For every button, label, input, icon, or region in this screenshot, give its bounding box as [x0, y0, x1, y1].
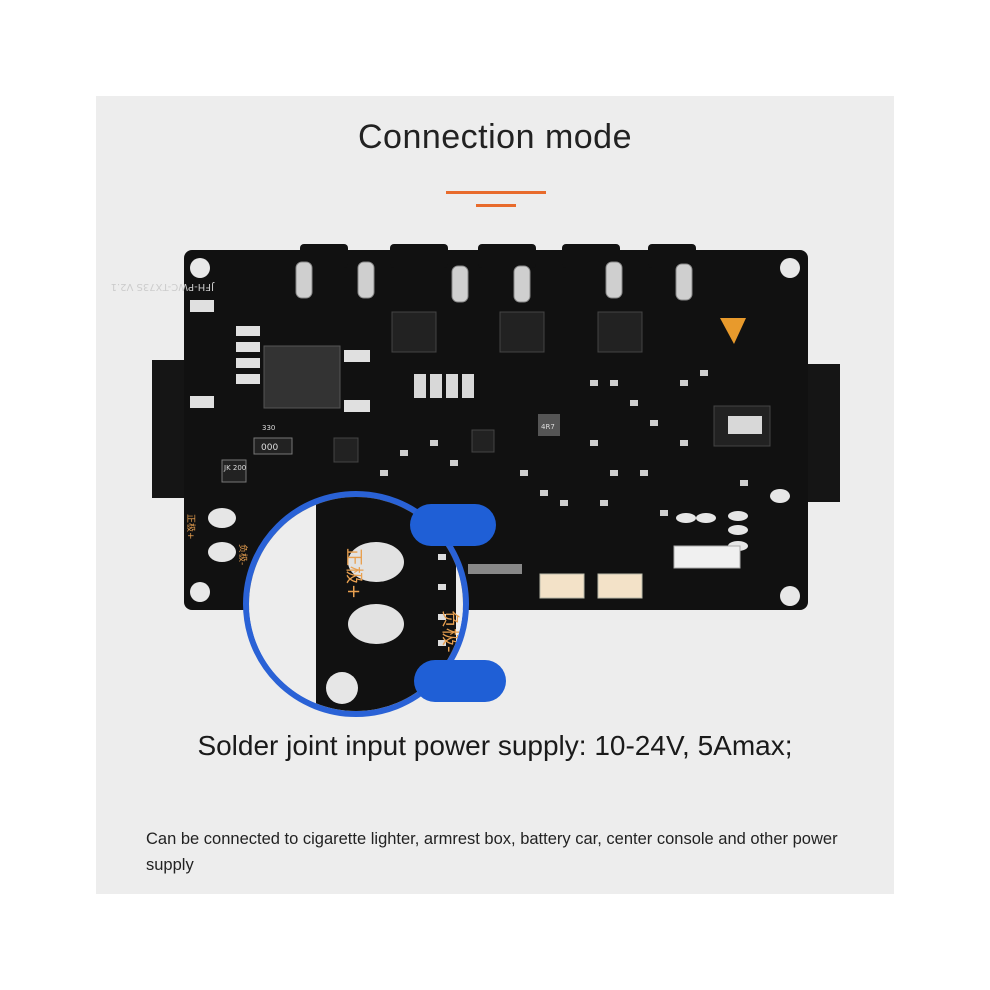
- esd-warning-icon: [720, 318, 746, 344]
- power-inductor: [538, 414, 560, 436]
- negative-label: 负极-: [439, 610, 460, 653]
- page-title: Connection mode: [357, 118, 632, 156]
- mount-hole-top-left: [190, 258, 210, 278]
- mount-hole-zoom: [326, 672, 358, 704]
- headline: Solder joint input power supply: 10-24V,…: [197, 730, 793, 761]
- magnifier-circle: [243, 491, 469, 717]
- inductor: [263, 345, 341, 409]
- jst-connector-1: [539, 573, 585, 599]
- wire-positive: [410, 504, 496, 546]
- solder-pad-negative: [348, 604, 404, 644]
- mount-hole-top-right: [780, 258, 800, 278]
- positive-label-small: 正极+: [185, 514, 197, 540]
- solder-pad-positive-small: [208, 508, 236, 528]
- model-label: JFH-PWC-TX73S V2.1: [111, 281, 215, 292]
- positive-label: 正极+: [343, 548, 364, 599]
- solder-pad-positive: [348, 542, 404, 582]
- wire-negative: [414, 660, 506, 702]
- negative-label-small: 负极-: [237, 544, 249, 565]
- title-underline-short: [476, 204, 516, 207]
- left-connector-tab: [152, 360, 188, 498]
- resistor-label-2: JK 200: [223, 464, 246, 472]
- title-underline-long: [446, 191, 546, 194]
- fpc-connector: [673, 545, 741, 569]
- caption: Can be connected to cigarette lighter, a…: [146, 830, 838, 874]
- pin-header: [468, 564, 522, 574]
- mount-hole-bottom-right: [780, 586, 800, 606]
- svg-text:4R7: 4R7: [541, 423, 555, 431]
- right-connector-tab: [804, 364, 840, 502]
- solder-pad-negative-small: [208, 542, 236, 562]
- resistor-label-3: 330: [262, 424, 275, 432]
- resistor-label-1: 000: [261, 443, 278, 453]
- mount-hole-bottom-left: [190, 582, 210, 602]
- jst-connector-2: [597, 573, 643, 599]
